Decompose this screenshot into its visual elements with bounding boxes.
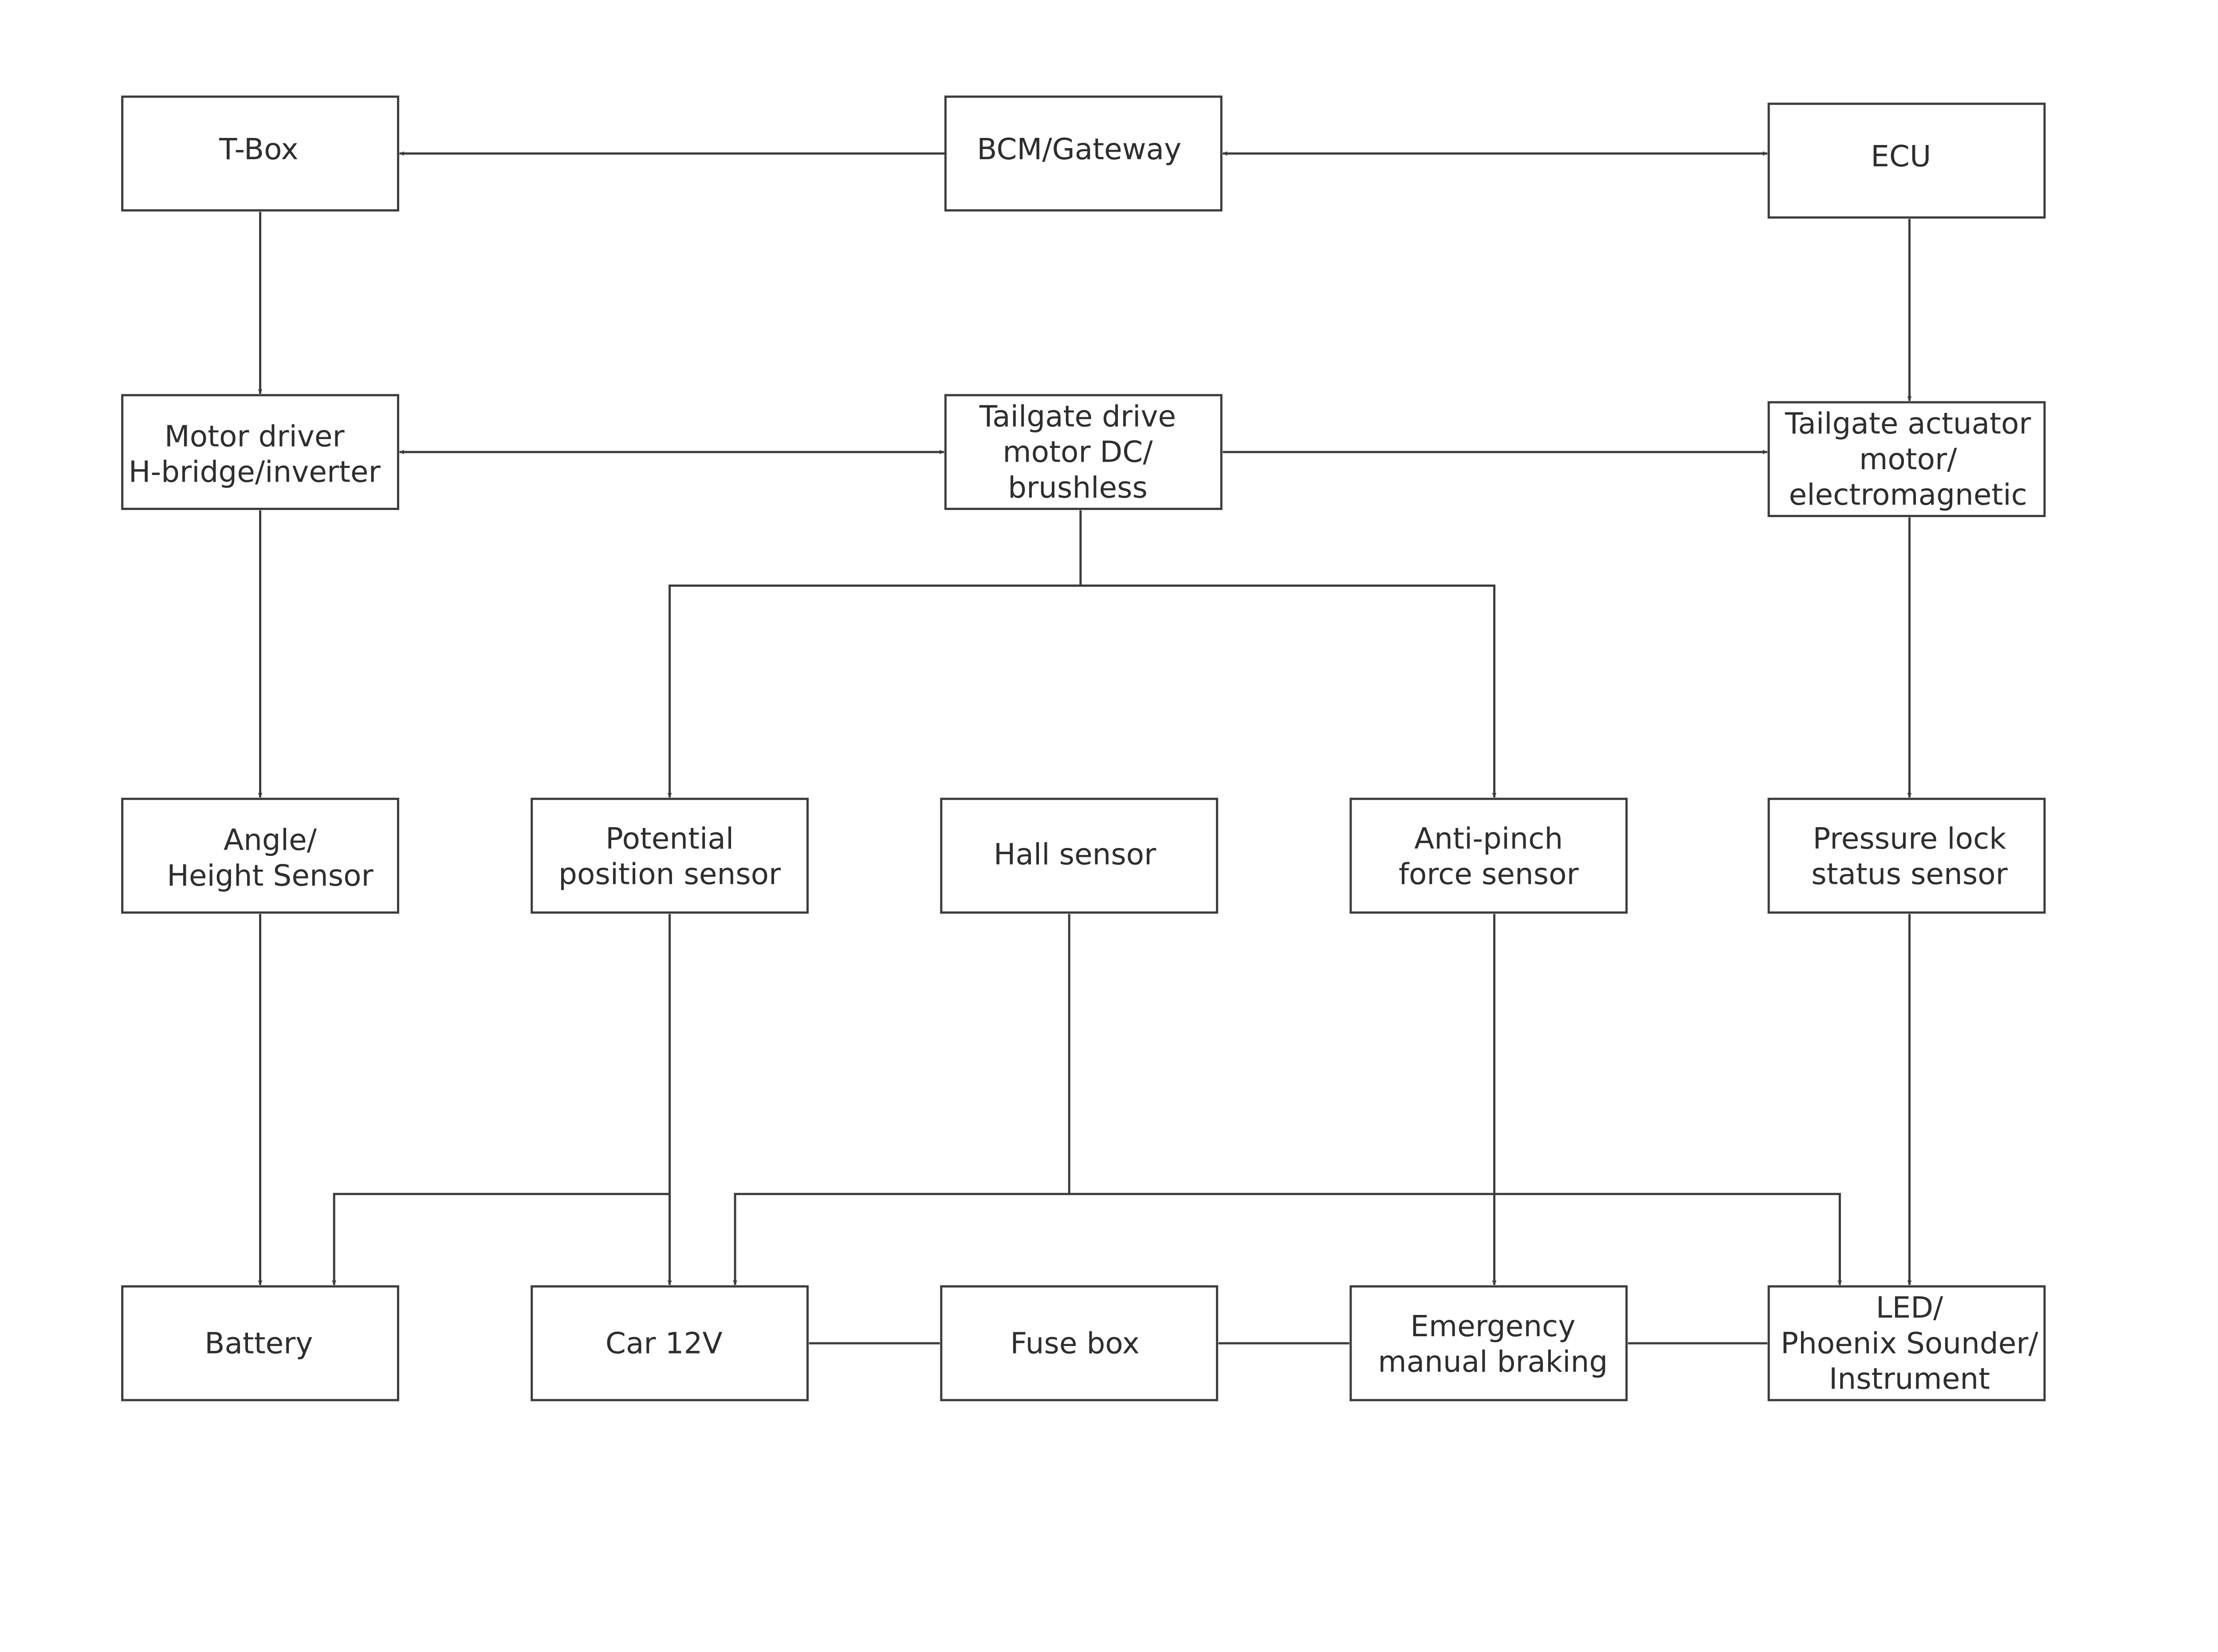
block-tbox-frame <box>121 95 399 212</box>
block-tailgate-actuator-label-line: Tailgate actuator <box>1785 407 2031 441</box>
block-potential-sensor-frame <box>531 797 809 914</box>
block-pressure-sensor-label-line: Pressure lock <box>1813 822 2006 856</box>
block-bcm: BCM/Gateway <box>944 95 1223 212</box>
block-led-label-line: Instrument <box>1829 1362 1990 1396</box>
block-pressure-sensor-label-line: status sensor <box>1811 857 2008 891</box>
block-emergency-label-line: manual braking <box>1378 1345 1608 1379</box>
block-led-label-line: LED/ <box>1876 1291 1943 1325</box>
block-fusebox-label-line: Fuse box <box>1010 1326 1139 1360</box>
block-battery-label-line: Battery <box>204 1326 313 1360</box>
block-ecu-frame <box>1767 102 2046 219</box>
block-hall-sensor-label-line: Hall sensor <box>994 837 1156 871</box>
block-antipinch-sensor-label-line: Anti-pinch <box>1414 822 1563 856</box>
block-battery: Battery <box>121 1285 399 1401</box>
block-battery-frame <box>121 1285 399 1401</box>
block-ecu: ECU <box>1767 102 2046 219</box>
block-led-frame <box>1767 1285 2046 1401</box>
block-angle-sensor: Angle/Height Sensor <box>121 797 399 914</box>
block-led-label-line: Phoenix Sounder/ <box>1781 1326 2038 1360</box>
block-led: LED/Phoenix Sounder/Instrument <box>1767 1285 2046 1401</box>
block-car12v-label-line: Car 12V <box>606 1326 723 1360</box>
block-tailgate-drive-label-line: motor DC/ <box>1003 435 1153 469</box>
block-emergency-label-line: Emergency <box>1410 1309 1575 1343</box>
edge-potential-sensor-to-battery <box>332 914 671 1285</box>
block-tbox: T-Box <box>121 95 399 212</box>
blocks: T-Box BCM/Gateway ECU Motor driverH-bridge/… <box>121 95 2046 1401</box>
block-fusebox-frame <box>940 1285 1219 1401</box>
connections <box>258 151 1912 1345</box>
block-motor-driver-frame <box>121 394 399 510</box>
block-hall-sensor-frame <box>940 797 1219 914</box>
block-tailgate-drive-label-line: brushless <box>1008 471 1148 505</box>
block-motor-driver-label-line: Motor driver <box>165 419 345 453</box>
block-car12v-frame <box>531 1285 809 1401</box>
block-angle-sensor-label-line: Height Sensor <box>167 859 374 893</box>
block-pressure-sensor-frame <box>1767 797 2046 914</box>
block-fusebox: Fuse box <box>940 1285 1219 1401</box>
block-motor-driver-label-line: H-bridge/inverter <box>129 455 381 489</box>
block-tbox-label-line: T-Box <box>219 132 298 166</box>
block-antipinch-sensor-label-line: force sensor <box>1399 857 1579 891</box>
block-tailgate-drive-label-line: Tailgate drive <box>979 400 1176 434</box>
block-emergency-frame <box>1349 1285 1628 1401</box>
block-tailgate-actuator-label-line: electromagnetic <box>1789 478 2027 512</box>
block-tailgate-drive-frame <box>944 394 1223 510</box>
block-antipinch-sensor-frame <box>1349 797 1628 914</box>
block-bcm-label-line: BCM/Gateway <box>977 132 1181 166</box>
block-car12v: Car 12V <box>531 1285 809 1401</box>
block-angle-sensor-label-line: Angle/ <box>224 823 317 857</box>
edge-hall-sensor-to-car12v <box>733 914 1070 1285</box>
edge-tailgate-drive-to-antipinch-sensor <box>1080 585 1497 798</box>
block-tailgate-actuator-frame <box>1767 401 2046 517</box>
block-ecu-label-line: ECU <box>1871 139 1931 173</box>
block-tailgate-actuator-label-line: motor/ <box>1859 442 1957 476</box>
block-potential-sensor-label-line: position sensor <box>558 857 781 891</box>
block-potential-sensor-label-line: Potential <box>606 822 734 856</box>
edge-tailgate-drive-to-potential-sensor <box>667 510 1082 798</box>
edge-hall-sensor-to-led <box>1069 1193 1842 1285</box>
block-angle-sensor-frame <box>121 797 399 914</box>
block-bcm-frame <box>944 95 1223 212</box>
block-hall-sensor: Hall sensor <box>940 797 1219 914</box>
